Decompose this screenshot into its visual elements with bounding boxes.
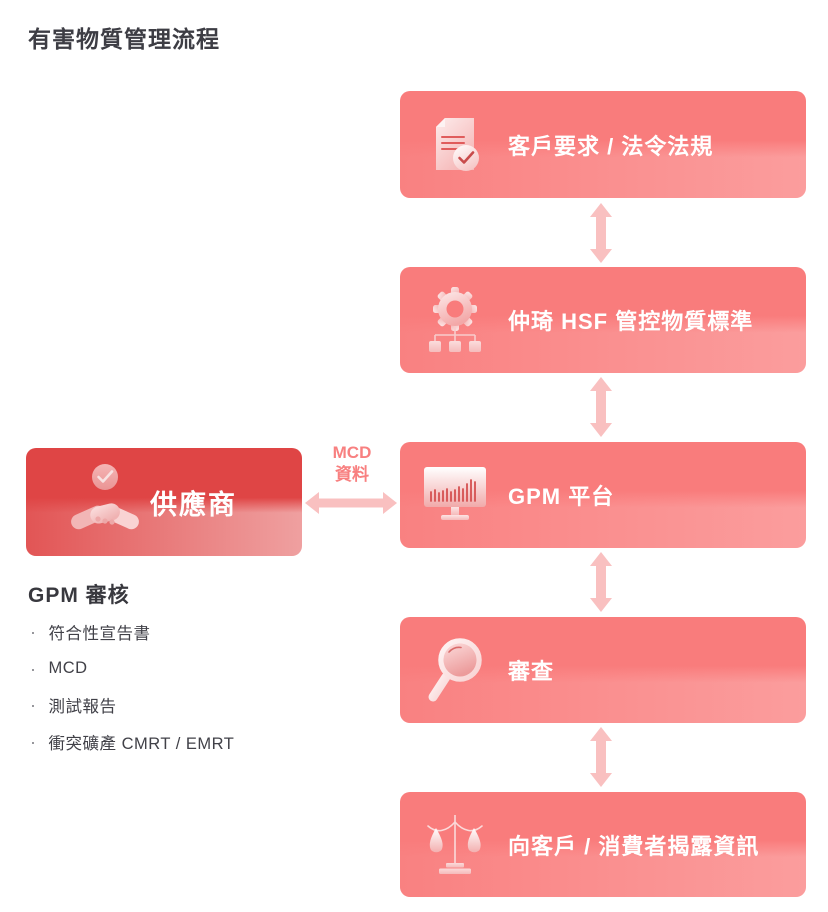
vertical-double-arrow	[590, 552, 612, 612]
flow-box-label: 客戶要求 / 法令法規	[508, 133, 714, 159]
bullet-dot: ·	[30, 695, 37, 716]
supplier-label: 供應商	[150, 489, 237, 520]
mcd-data-label: MCD 資料	[332, 443, 372, 485]
page-title: 有害物質管理流程	[28, 26, 220, 52]
scales-icon	[419, 812, 491, 878]
flow-box-gpm-platform: GPM 平台	[400, 442, 806, 548]
list-item: · 符合性宣告書	[30, 622, 151, 644]
flow-box-hsf-standard: 仲琦 HSF 管控物質標準	[400, 267, 806, 373]
flow-box-disclosure: 向客戶 / 消費者揭露資訊	[400, 792, 806, 897]
bullet-dot: ·	[30, 658, 37, 679]
list-item: · 測試報告	[30, 695, 117, 717]
list-item: · 衝突礦產 CMRT / EMRT	[30, 731, 235, 753]
supplier-box: 供應商	[26, 448, 302, 556]
magnifier-icon	[419, 634, 491, 706]
vertical-double-arrow	[590, 203, 612, 263]
flow-box-label: 仲琦 HSF 管控物質標準	[508, 309, 754, 334]
vertical-double-arrow	[590, 727, 612, 787]
monitor-chart-icon	[419, 466, 491, 524]
horizontal-double-arrow	[305, 492, 397, 514]
flow-box-label: 向客戶 / 消費者揭露資訊	[508, 833, 760, 859]
flow-box-customer-requirements: 客戶要求 / 法令法規	[400, 91, 806, 198]
document-check-icon	[419, 112, 491, 178]
vertical-double-arrow	[590, 377, 612, 437]
flow-box-label: 審查	[508, 659, 555, 684]
bullet-dot: ·	[30, 622, 37, 643]
flow-box-review: 審查	[400, 617, 806, 723]
gpm-review-list: · 符合性宣告書 · MCD · 測試報告 · 衝突礦產 CMRT / EMRT	[30, 614, 234, 760]
gear-hierarchy-icon	[419, 283, 491, 357]
bullet-dot: ·	[30, 731, 37, 752]
flow-box-label: GPM 平台	[508, 484, 615, 509]
list-item: · MCD	[30, 658, 88, 679]
gpm-review-heading: GPM 審核	[28, 584, 130, 607]
handshake-check-icon	[70, 460, 140, 544]
